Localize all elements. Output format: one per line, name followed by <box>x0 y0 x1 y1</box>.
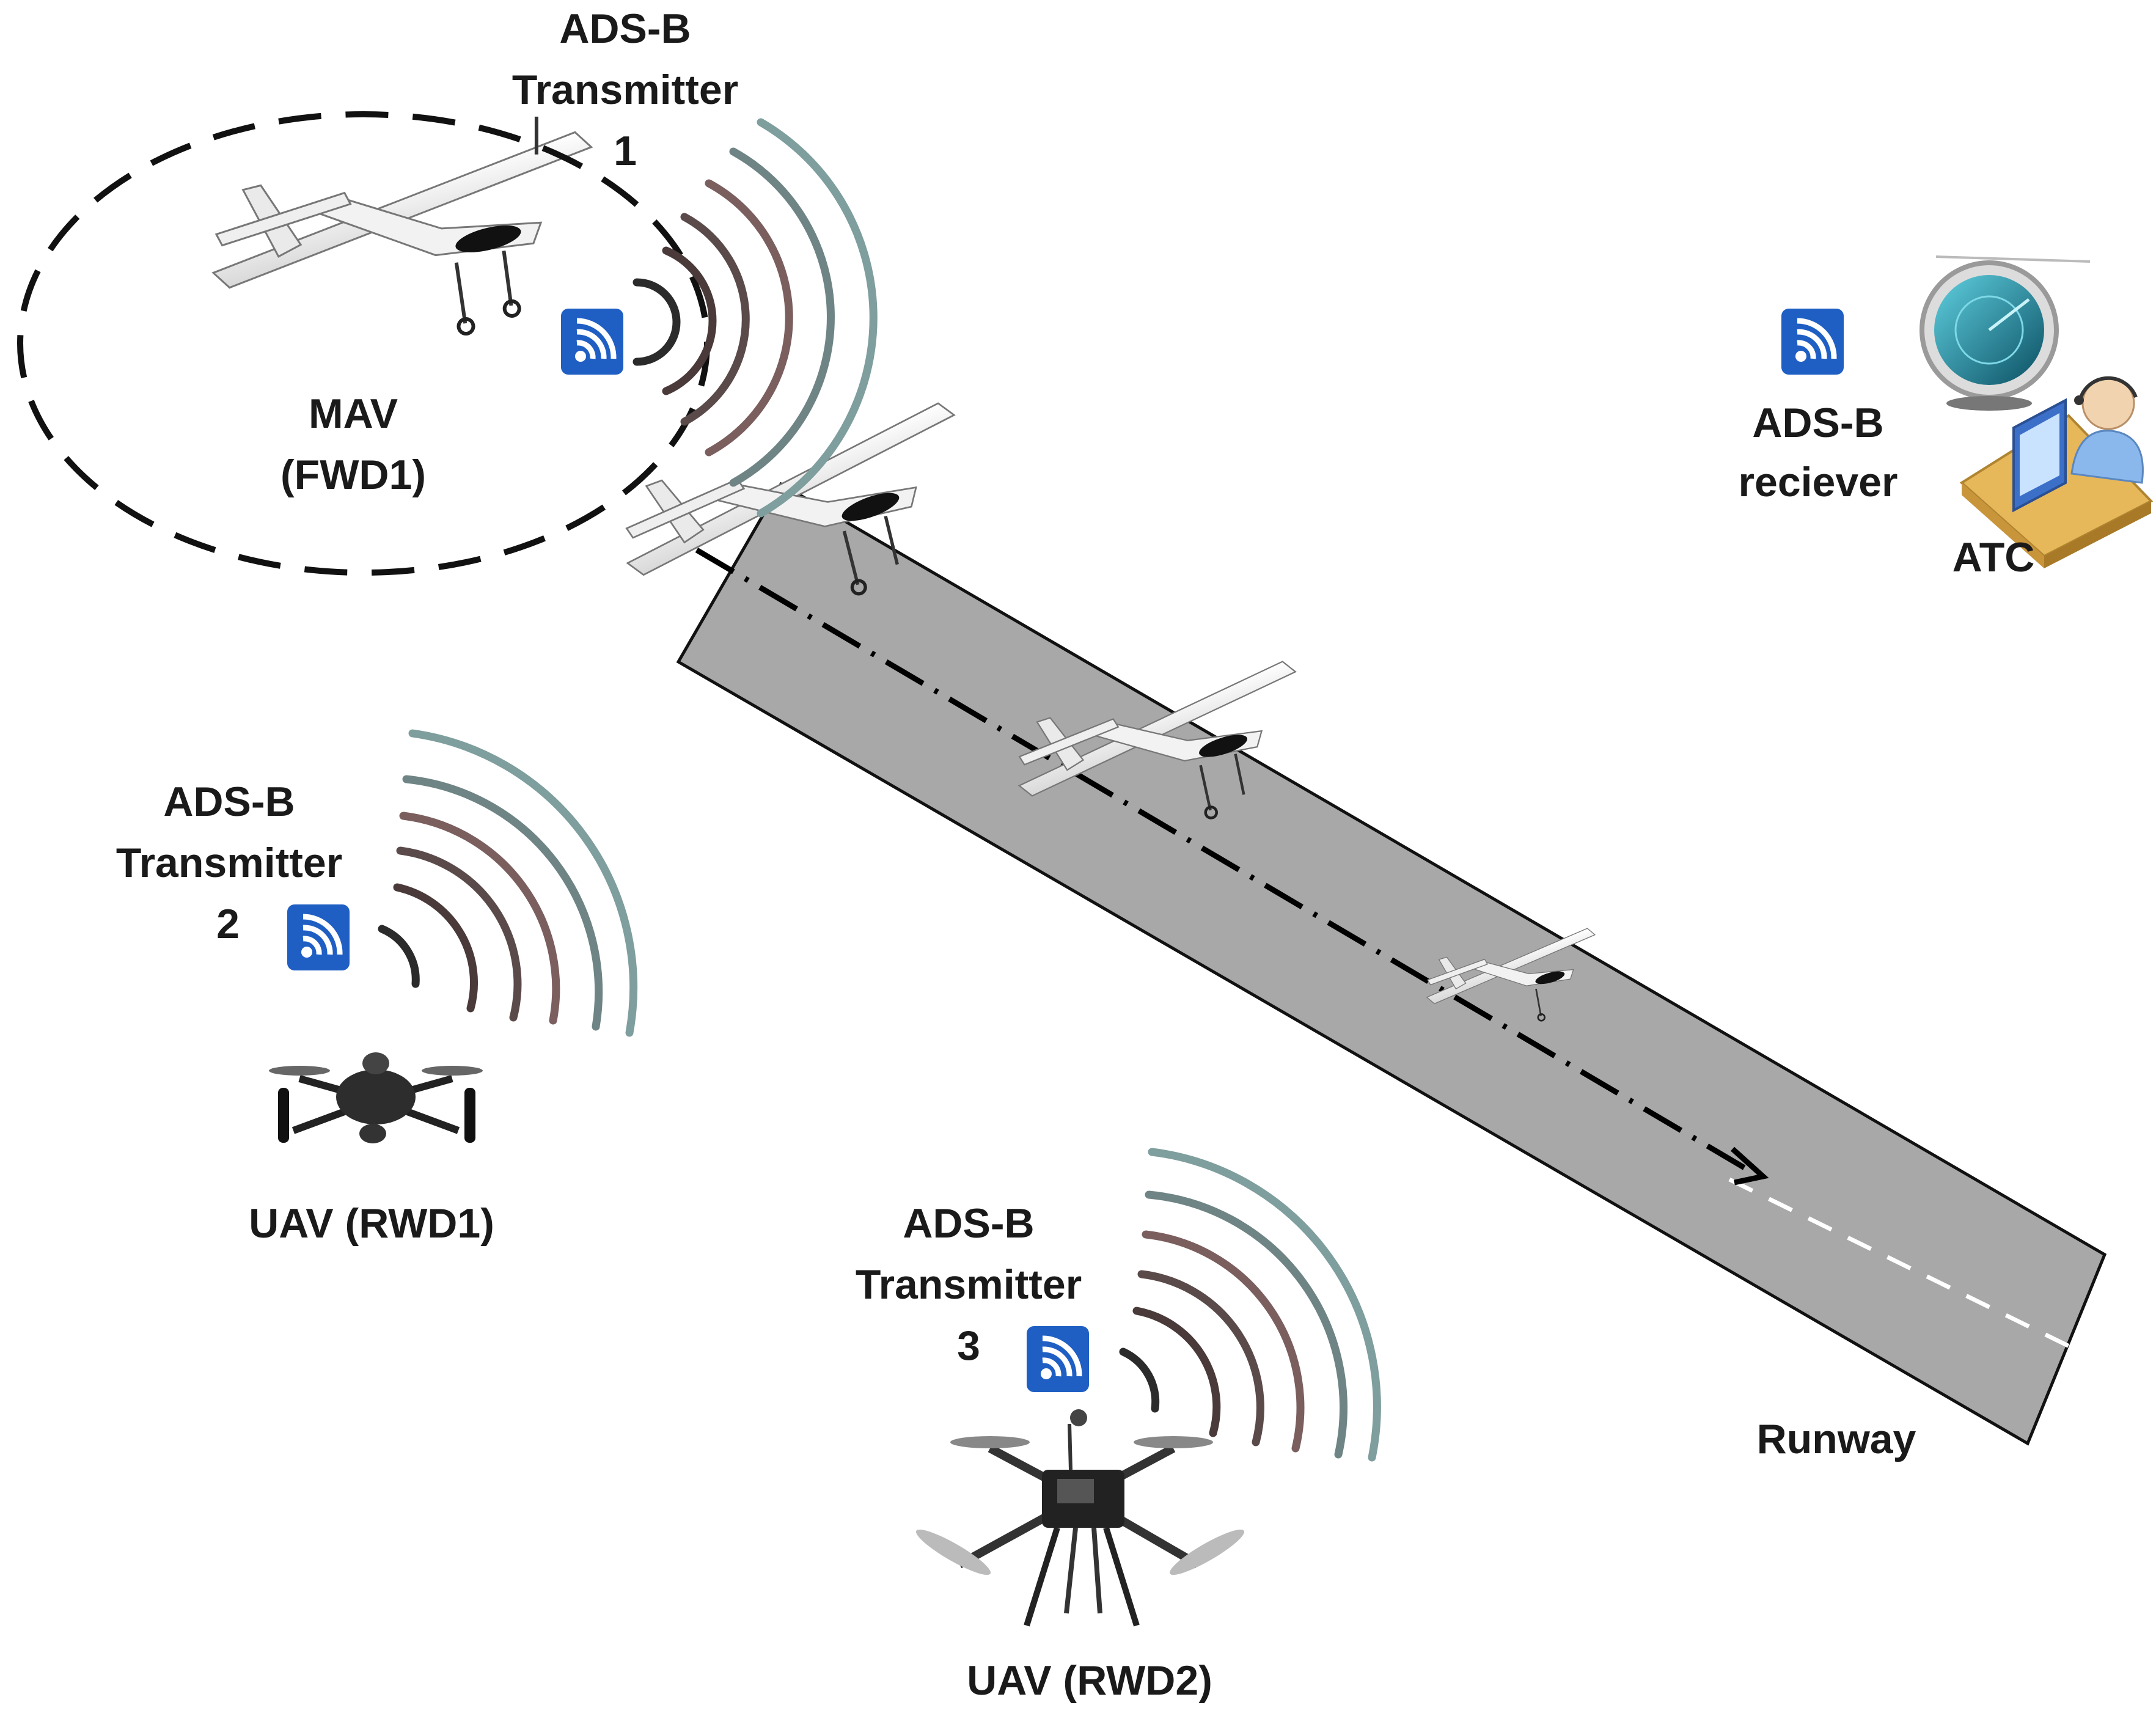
controller-icon <box>1959 376 2154 568</box>
uav-rwd1-label: UAV (RWD1) <box>249 1200 494 1247</box>
runway-label: Runway <box>1757 1416 1916 1462</box>
mav-aircraft <box>211 116 593 336</box>
flight-path-arrow <box>1730 1146 1769 1186</box>
transmitter-1-number: 1 <box>614 128 637 174</box>
radar-icon <box>1920 255 2091 411</box>
atc-label: ATC <box>1953 534 2035 581</box>
signal-arcs <box>378 729 638 1037</box>
signal-arcs <box>632 118 878 518</box>
transmitter-3: ADS-B Transmitter 3 <box>856 1148 1381 1462</box>
uav-rwd2-drone <box>915 1409 1245 1627</box>
receiver-line1: ADS-B <box>1752 400 1883 446</box>
atc-station: ATC <box>1920 255 2154 581</box>
transmitter-2: ADS-B Transmitter 2 <box>116 729 638 1037</box>
runway <box>676 482 2107 1446</box>
wifi-icon <box>1781 309 1844 375</box>
transmitter-2-line1: ADS-B <box>163 779 295 825</box>
wifi-icon <box>561 309 623 375</box>
receiver-line2: reciever <box>1739 459 1898 505</box>
flight-path <box>695 548 1756 1176</box>
aircraft-takeoff-2 <box>1018 661 1297 820</box>
runway-centerline <box>1728 1177 2073 1350</box>
uav-rwd1-drone <box>269 1052 483 1143</box>
signal-arcs <box>1119 1148 1381 1462</box>
mav-label-line2: (FWD1) <box>280 452 426 498</box>
transmitter-3-line1: ADS-B <box>903 1200 1034 1247</box>
transmitter-2-number: 2 <box>216 901 240 947</box>
uav-rwd2-label: UAV (RWD2) <box>967 1657 1212 1704</box>
transmitter-2-line2: Transmitter <box>116 840 342 886</box>
transmitter-3-number: 3 <box>957 1322 980 1369</box>
ads-b-receiver: ADS-B reciever <box>1739 309 1898 505</box>
transmitter-3-line2: Transmitter <box>856 1261 1082 1308</box>
mav-label-line1: MAV <box>309 391 398 437</box>
wifi-icon <box>1027 1326 1089 1392</box>
transmitter-1: ADS-B Transmitter 1 <box>512 6 878 518</box>
runway-strip <box>676 482 2107 1446</box>
transmitter-1-line1: ADS-B <box>559 6 691 52</box>
transmitter-1-line2: Transmitter <box>512 67 738 113</box>
aircraft-takeoff-3 <box>1426 928 1596 1022</box>
wifi-icon <box>287 904 350 970</box>
